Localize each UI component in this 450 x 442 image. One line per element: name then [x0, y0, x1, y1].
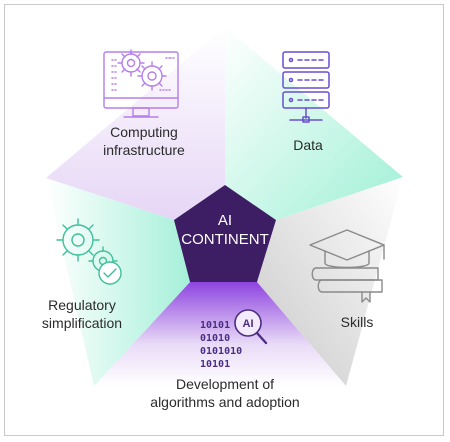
label-computing-line2: infrastructure: [103, 142, 185, 158]
segment-skills: [257, 177, 403, 386]
label-data: Data: [293, 137, 323, 153]
segment-regulatory-simplification: [46, 178, 190, 386]
label-regulatory-line2: simplification: [42, 315, 122, 331]
center-pentagon: [174, 185, 276, 282]
label-skills: Skills: [341, 314, 374, 330]
ai-magnifier-label: AI: [243, 318, 254, 330]
binary-row-4: 10101: [200, 359, 230, 370]
monitor-gears-icon: [103, 49, 179, 118]
label-computing-line1: Computing: [110, 124, 178, 140]
gears-check-icon: [56, 218, 122, 285]
center-title-line1: AI: [218, 212, 232, 229]
label-algorithms-line1: Development of: [176, 376, 274, 392]
segment-computing-infrastructure: [46, 27, 225, 220]
segment-algorithms-adoption: [94, 282, 346, 386]
binary-row-3: 0101010: [200, 346, 242, 357]
label-algorithms-line2: algorithms and adoption: [150, 394, 299, 410]
center-title-line2: CONTINENT: [181, 231, 269, 248]
label-regulatory-line1: Regulatory: [48, 297, 116, 313]
server-rack-icon: [282, 51, 330, 123]
binary-ai-magnifier-icon: 10101 01010 0101010 10101 AI: [200, 309, 268, 370]
binary-row-1: 10101: [200, 320, 230, 331]
segment-data: [225, 27, 403, 220]
graduation-cap-books-icon: [309, 229, 385, 303]
binary-row-2: 01010: [200, 333, 230, 344]
